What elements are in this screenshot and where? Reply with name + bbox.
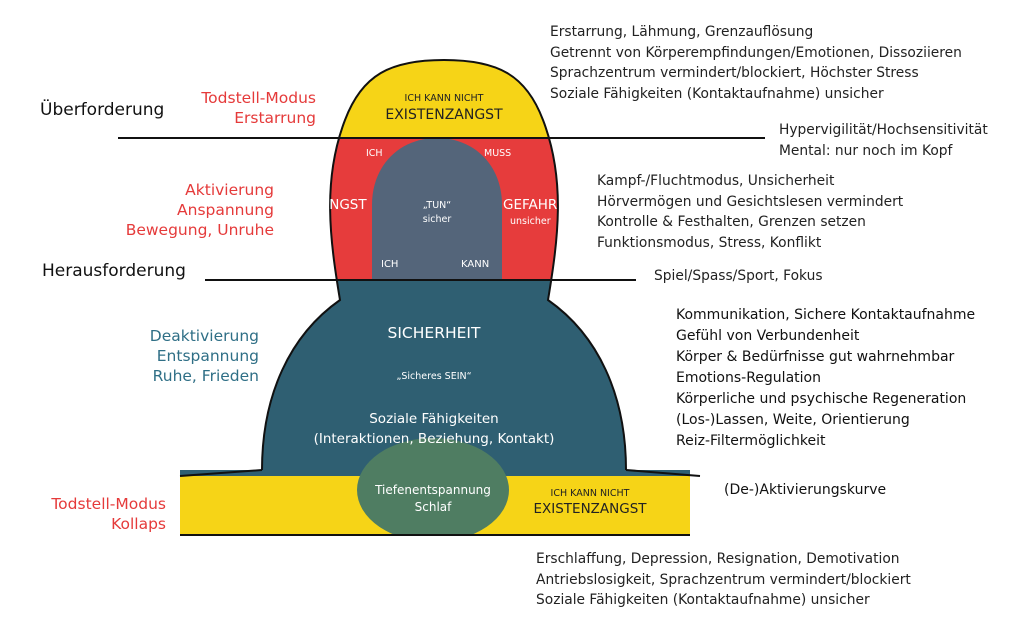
left-deactivation-label: Deaktivierung Entspannung Ruhe, Frieden [150, 326, 259, 386]
red-sicher: sicher [422, 214, 452, 225]
right-safe-line: Körper & Bedürfnisse gut wahrnehmbar [676, 349, 955, 365]
blue-social-title: Soziale Fähigkeiten [369, 411, 499, 427]
bottom-deep-relaxation: Tiefenentspannung [375, 483, 491, 497]
right-fight-line: Funktionsmodus, Stress, Konflikt [597, 234, 822, 251]
left-deactivation-line: Ruhe, Frieden [152, 367, 259, 385]
left-collapse-line: Todstell-Modus [51, 495, 166, 513]
right-safe-line: Gefühl von Verbundenheit [676, 328, 860, 344]
right-safe-line: Kommunikation, Sichere Kontaktaufnahme [676, 307, 976, 323]
left-freeze-line: Todstell-Modus [201, 89, 316, 107]
right-collapse-line: Soziale Fähigkeiten (Kontaktaufnahme) un… [536, 592, 870, 608]
left-activation-line: Anspannung [177, 201, 274, 219]
blue-safe-being: „Sicheres SEIN“ [396, 371, 472, 382]
top-existential-fear-label: EXISTENZANGST [385, 107, 503, 123]
left-activation-line: Bewegung, Unruhe [125, 221, 274, 239]
bottom-cannot-label: ICH KANN NICHT [550, 488, 630, 499]
left-freeze-line: Erstarrung [234, 109, 316, 127]
right-safe-line: (Los-)Lassen, Weite, Orientierung [676, 412, 910, 428]
curve-label: (De-)Aktivierungskurve [724, 482, 887, 498]
left-activation-line: Aktivierung [185, 181, 274, 199]
deep-relaxation-oval [357, 438, 509, 535]
blue-safety-title: SICHERHEIT [387, 324, 481, 342]
red-kann: KANN [461, 259, 490, 270]
right-fight-description: Kampf-/Fluchtmodus, Unsicherheit Hörverm… [597, 171, 903, 253]
right-play-description: Spiel/Spass/Sport, Fokus [654, 268, 823, 284]
right-fight-line: Kampf-/Fluchtmodus, Unsicherheit [597, 173, 835, 189]
top-cannot-label: ICH KANN NICHT [404, 93, 484, 104]
right-freeze-line: Getrennt von Körperempfindungen/Emotione… [550, 44, 962, 61]
red-ich-bottom: ICH [381, 259, 399, 270]
right-hyper-line: Mental: nur noch im Kopf [779, 142, 953, 159]
left-freeze-label: Todstell-Modus Erstarrung [201, 88, 316, 128]
left-collapse-label: Todstell-Modus Kollaps [51, 494, 166, 534]
red-unsicher: unsicher [510, 216, 551, 227]
safe-doing-oval [372, 138, 502, 280]
activation-curve [261, 58, 627, 471]
right-fight-line: Kontrolle & Festhalten, Grenzen setzen [597, 214, 866, 230]
red-gefahr: GEFAHR [503, 197, 558, 213]
right-collapse-line: Erschlaffung, Depression, Resignation, D… [536, 551, 900, 567]
right-safe-line: Körperliche und psychische Regeneration [676, 391, 967, 407]
left-activation-label: Aktivierung Anspannung Bewegung, Unruhe [126, 180, 274, 240]
right-hyper-line: Hypervigilität/Hochsensitivität [779, 122, 988, 138]
right-hyper-description: Hypervigilität/Hochsensitivität Mental: … [779, 120, 988, 161]
right-freeze-line: Soziale Fähigkeiten (Kontaktaufnahme) un… [550, 85, 884, 102]
red-ich-top: ICH [366, 148, 383, 159]
red-muss: MUSS [484, 148, 512, 159]
right-freeze-description: Erstarrung, Lähmung, Grenzauflösung Getr… [550, 22, 962, 104]
left-collapse-line: Kollaps [111, 515, 166, 533]
level-overload: Überforderung [40, 100, 165, 120]
red-angst: ANGST [320, 197, 367, 213]
curve-tail-right [625, 469, 701, 477]
blue-social-detail: (Interaktionen, Beziehung, Kontakt) [313, 431, 555, 447]
right-fight-line: Hörvermögen und Gesichtslesen vermindert [597, 193, 904, 210]
right-freeze-line: Sprachzentrum vermindert/blockiert, Höch… [550, 65, 919, 81]
left-deactivation-line: Deaktivierung [149, 327, 259, 345]
curve-tail-left [179, 469, 263, 477]
right-safe-line: Reiz-Filtermöglichkeit [676, 433, 826, 449]
right-freeze-line: Erstarrung, Lähmung, Grenzauflösung [550, 24, 814, 40]
left-deactivation-line: Entspannung [156, 347, 259, 365]
level-challenge: Herausforderung [42, 261, 186, 281]
right-collapse-description: Erschlaffung, Depression, Resignation, D… [536, 549, 911, 611]
right-safe-line: Emotions-Regulation [676, 370, 821, 386]
right-safe-description: Kommunikation, Sichere Kontaktaufnahme G… [676, 305, 975, 452]
bottom-existential-fear-label: EXISTENZANGST [533, 501, 647, 517]
red-tun: „TUN“ [422, 200, 452, 211]
bottom-sleep: Schlaf [414, 500, 452, 514]
right-collapse-line: Antriebslosigkeit, Sprachzentrum vermind… [536, 571, 911, 588]
